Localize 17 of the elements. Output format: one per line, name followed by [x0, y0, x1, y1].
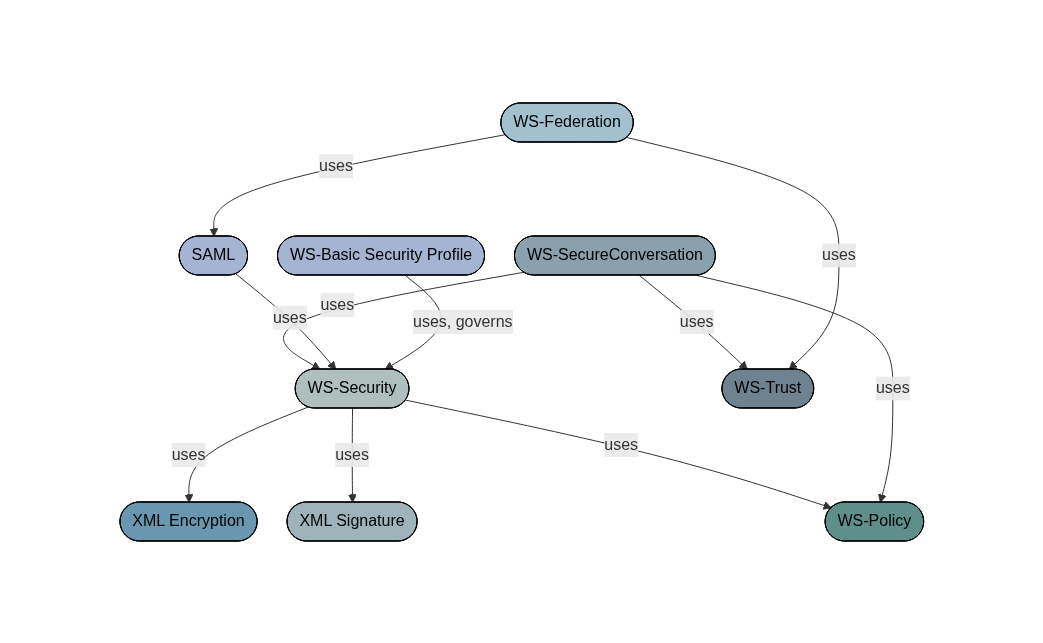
edge-label: uses	[320, 295, 354, 313]
edge-label: uses	[334, 445, 369, 463]
edge-label: uses	[171, 445, 206, 463]
edge-label: uses, governs	[412, 312, 513, 330]
arrow	[184, 406, 309, 503]
edge-label: uses	[875, 378, 910, 396]
edge-label: uses	[318, 156, 353, 174]
arrow	[235, 273, 336, 370]
arrow	[638, 274, 748, 370]
arrow	[626, 136, 840, 370]
edge-label: uses	[679, 312, 714, 330]
arrow	[209, 133, 506, 237]
arrow	[405, 399, 832, 510]
arrow	[696, 274, 893, 503]
edge-label: uses	[272, 308, 307, 326]
edge-label: uses	[603, 435, 638, 453]
edge-label: uses	[821, 245, 856, 263]
